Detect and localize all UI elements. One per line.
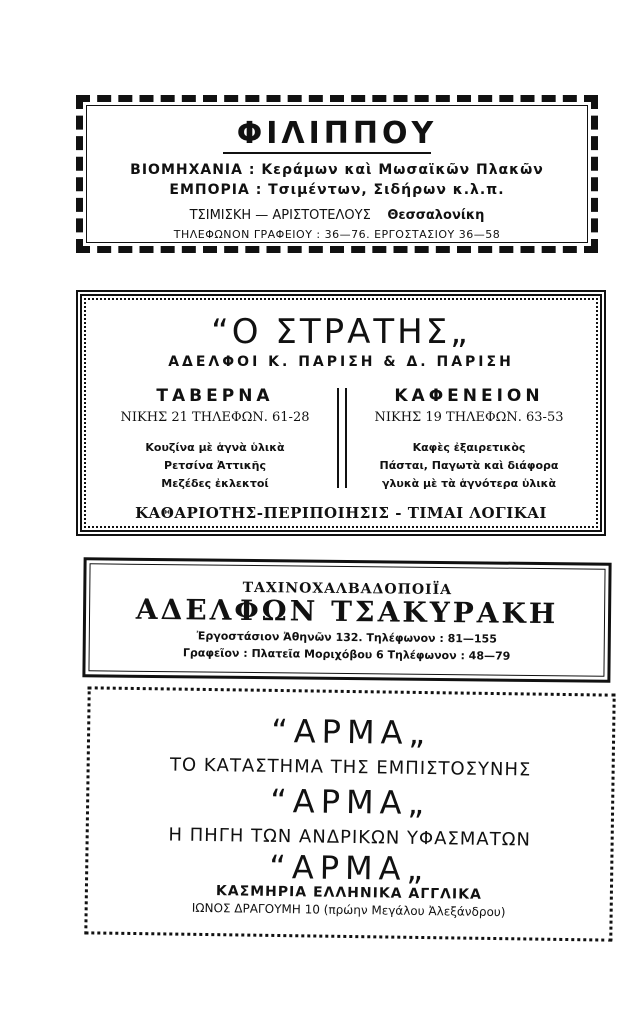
title-underline — [223, 152, 431, 154]
ad-stratis-title: “Ο ΣΤΡΑΤΗΣ„ — [211, 312, 471, 352]
ad-tsakyraki-title: ΑΔΕΛΦΩΝ ΤΣΑΚΥΡΑΚΗ — [135, 592, 559, 631]
address-line: ΤΣΙΜΙΣΚΗ — ΑΡΙΣΤΟΤΕΛΟΥΣ Θεσσαλονίκη — [83, 208, 591, 223]
taverna-column: ΤΑΒΕΡΝΑ ΝΙΚΗΣ 21 ΤΗΛΕΦΩΝ. 61-28 Κουζίνα … — [90, 386, 340, 493]
commerce-line: ΕΜΠΟΡΙΑ : Τσιμέντων, Σιδήρων κ.λ.π. — [169, 182, 505, 198]
office-line: Γραφεῖον : Πλατεῖα Μοριχόβου 6 Τηλέφωνον… — [182, 646, 511, 663]
kafeneion-column: ΚΑΦΕΝΕΙΟΝ ΝΙΚΗΣ 19 ΤΗΛΕΦΩΝ. 63-53 Καφὲς … — [344, 386, 594, 493]
ad-filippou-title: ΦΙΛΙΠΠΟΥ — [236, 116, 438, 151]
address-street: ΤΣΙΜΙΣΚΗ — ΑΡΙΣΤΟΤΕΛΟΥΣ — [189, 208, 371, 223]
ad-filippou: ΦΙΛΙΠΠΟΥ ΒΙΟΜΗΧΑΝΙΑ : Κεράμων καὶ Μωσαϊκ… — [76, 95, 598, 253]
ad-stratis-footer: ΚΑΘΑΡΙΟΤΗΣ-ΠΕΡΙΠΟΙΗΣΙΣ - ΤΙΜΑΙ ΛΟΓΙΚΑΙ — [135, 504, 547, 522]
kafeneion-heading: ΚΑΦΕΝΕΙΟΝ — [394, 386, 544, 406]
arma-tagline: ΤΟ ΚΑΤΑΣΤΗΜΑ ΤΗΣ ΕΜΠΙΣΤΟΣΥΝΗΣ — [169, 754, 532, 781]
taverna-line: Ρετσίνα Ἀττικῆς — [164, 459, 266, 472]
arma-heading: “ΑΡΜΑ„ — [270, 711, 432, 753]
phone-line: ΤΗΛΕΦΩΝΟΝ ΓΡΑΦΕΙΟΥ : 36—76. ΕΡΓΟΣΤΑΣΙΟΥ … — [173, 228, 501, 241]
ad-stratis-subtitle: ΑΔΕΛΦΟΙ Κ. ΠΑΡΙΣΗ & Δ. ΠΑΡΙΣΗ — [168, 354, 514, 370]
kafeneion-phone: ΝΙΚΗΣ 19 ΤΗΛΕΦΩΝ. 63-53 — [374, 410, 564, 425]
address-city: Θεσσαλονίκη — [387, 208, 485, 223]
factory-line: Ἐργοστάσιον Ἀθηνῶν 132. Τηλέφωνον : 81—1… — [196, 629, 497, 646]
column-divider — [337, 388, 347, 488]
ad-tsakyraki: ΤΑΧΙΝΟΧΑΛΒΑΔΟΠΟΙΪΑ ΑΔΕΛΦΩΝ ΤΣΑΚΥΡΑΚΗ Ἐργ… — [82, 557, 612, 683]
kafeneion-line: γλυκὰ μὲ τὰ ἁγνότερα ὑλικὰ — [381, 477, 557, 490]
kafeneion-line: Καφὲς ἐξαιρετικὸς — [412, 441, 526, 454]
ad-arma: “ΑΡΜΑ„ ΤΟ ΚΑΤΑΣΤΗΜΑ ΤΗΣ ΕΜΠΙΣΤΟΣΥΝΗΣ “ΑΡ… — [84, 686, 616, 942]
taverna-line: Μεζέδες ἐκλεκτοί — [161, 477, 269, 490]
ad-stratis: “Ο ΣΤΡΑΤΗΣ„ ΑΔΕΛΦΟΙ Κ. ΠΑΡΙΣΗ & Δ. ΠΑΡΙΣ… — [76, 290, 606, 536]
taverna-line: Κουζίνα μὲ ἁγνὰ ὑλικὰ — [145, 441, 285, 454]
taverna-phone: ΝΙΚΗΣ 21 ΤΗΛΕΦΩΝ. 61-28 — [120, 410, 310, 425]
industry-line: ΒΙΟΜΗΧΑΝΙΑ : Κεράμων καὶ Μωσαϊκῶν Πλακῶν — [130, 162, 544, 178]
kafeneion-line: Πάσται, Παγωτὰ καὶ διάφορα — [379, 459, 559, 472]
arma-heading: “ΑΡΜΑ„ — [269, 781, 431, 823]
taverna-heading: ΤΑΒΕΡΝΑ — [156, 386, 274, 406]
